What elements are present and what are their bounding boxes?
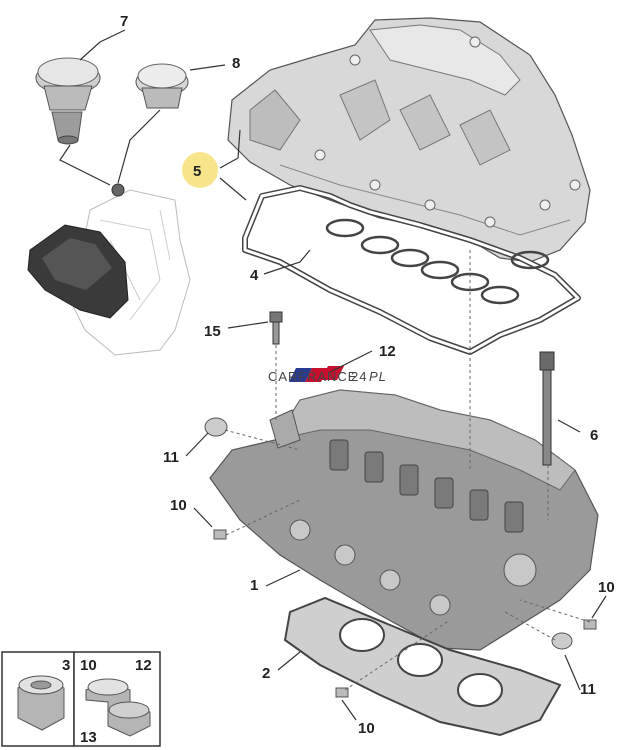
dowel-left[interactable] <box>213 529 227 540</box>
inset-bushing-10-12-13[interactable] <box>85 678 151 737</box>
inset-label-13[interactable]: 13 <box>80 729 97 746</box>
callout-10-right[interactable]: 10 <box>598 579 615 596</box>
small-bolt[interactable] <box>269 311 283 345</box>
callout-2[interactable]: 2 <box>262 665 270 682</box>
callout-10-left[interactable]: 10 <box>170 497 187 514</box>
callout-11-upper[interactable]: 11 <box>163 449 179 466</box>
plug-lower[interactable] <box>551 632 573 650</box>
oil-filler-cap-8[interactable] <box>135 63 189 109</box>
watermark-left-text: CAR <box>268 369 298 384</box>
leader-lines <box>59 29 607 721</box>
engine-overview <box>27 183 191 356</box>
callout-12[interactable]: 12 <box>379 343 396 360</box>
head-bolt[interactable] <box>539 351 555 466</box>
callout-6[interactable]: 6 <box>590 427 598 444</box>
inset-sleeve-3[interactable] <box>17 675 65 731</box>
inset-label-12[interactable]: 12 <box>135 657 152 674</box>
callout-8[interactable]: 8 <box>232 55 240 72</box>
callout-7[interactable]: 7 <box>120 13 128 30</box>
plug-upper[interactable] <box>204 417 228 437</box>
callout-5-highlight <box>182 152 218 188</box>
watermark-number-text: 24 <box>351 369 367 384</box>
assembly-guide-lines <box>224 250 591 691</box>
cover-gasket[interactable] <box>242 185 581 355</box>
inset-label-10[interactable]: 10 <box>80 657 97 674</box>
callout-10-bottom[interactable]: 10 <box>358 720 375 737</box>
dowel-bottom[interactable] <box>335 687 349 698</box>
dowel-right[interactable] <box>583 619 597 630</box>
callout-4[interactable]: 4 <box>250 267 259 284</box>
inset-detail-box: 3 10 12 13 <box>1 651 161 747</box>
watermark: CAR FRANCE 24 PL <box>268 366 387 384</box>
cylinder-head[interactable] <box>209 389 599 651</box>
callout-5[interactable]: 5 <box>193 163 201 180</box>
watermark-suffix-text: PL <box>369 369 387 384</box>
callout-15[interactable]: 15 <box>204 323 221 340</box>
callout-1[interactable]: 1 <box>250 577 258 594</box>
cylinder-head-cover[interactable] <box>227 17 591 263</box>
oil-filler-cap-7[interactable] <box>35 57 101 145</box>
inset-label-3[interactable]: 3 <box>62 657 70 674</box>
watermark-mid-text: FRANCE <box>298 369 357 384</box>
callout-11-lower[interactable]: 11 <box>580 681 596 698</box>
head-gasket[interactable] <box>283 596 562 737</box>
